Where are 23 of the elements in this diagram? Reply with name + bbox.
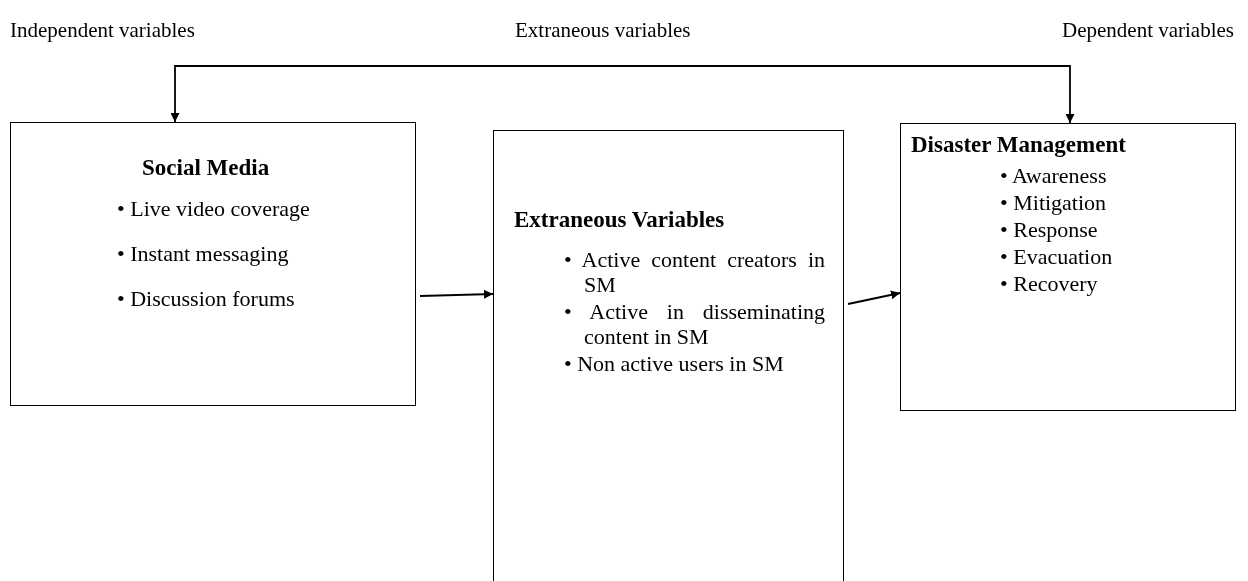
arrow <box>847 290 901 305</box>
column-heading: Extraneous variables <box>515 18 691 43</box>
box-title: Social Media <box>142 155 271 181</box>
box-title: Extraneous Variables <box>514 207 726 233</box>
bullet-item: • Mitigation <box>1000 189 1108 216</box>
arrow <box>419 289 494 299</box>
bullet-item: • Active content creators in SM <box>564 247 825 297</box>
bullet-item: • Live video coverage <box>117 195 311 223</box>
column-heading: Dependent variables <box>1062 18 1234 43</box>
bullet-item: • Active in disseminating content in SM <box>564 299 825 349</box>
bullet-item: • Instant messaging <box>117 240 290 268</box>
variable-box <box>900 123 1236 411</box>
bullet-item: • Awareness <box>1000 162 1108 189</box>
bullet-item: • Response <box>1000 216 1099 243</box>
variable-box <box>10 122 416 406</box>
bullet-item: • Non active users in SM <box>564 351 785 376</box>
column-heading: Independent variables <box>10 18 195 43</box>
variable-box <box>493 130 844 581</box>
bullet-item: • Recovery <box>1000 270 1099 297</box>
arrow <box>170 65 1075 124</box>
box-title: Disaster Management <box>911 132 1127 158</box>
bullet-item: • Discussion forums <box>117 285 296 313</box>
bullet-item: • Evacuation <box>1000 243 1114 270</box>
